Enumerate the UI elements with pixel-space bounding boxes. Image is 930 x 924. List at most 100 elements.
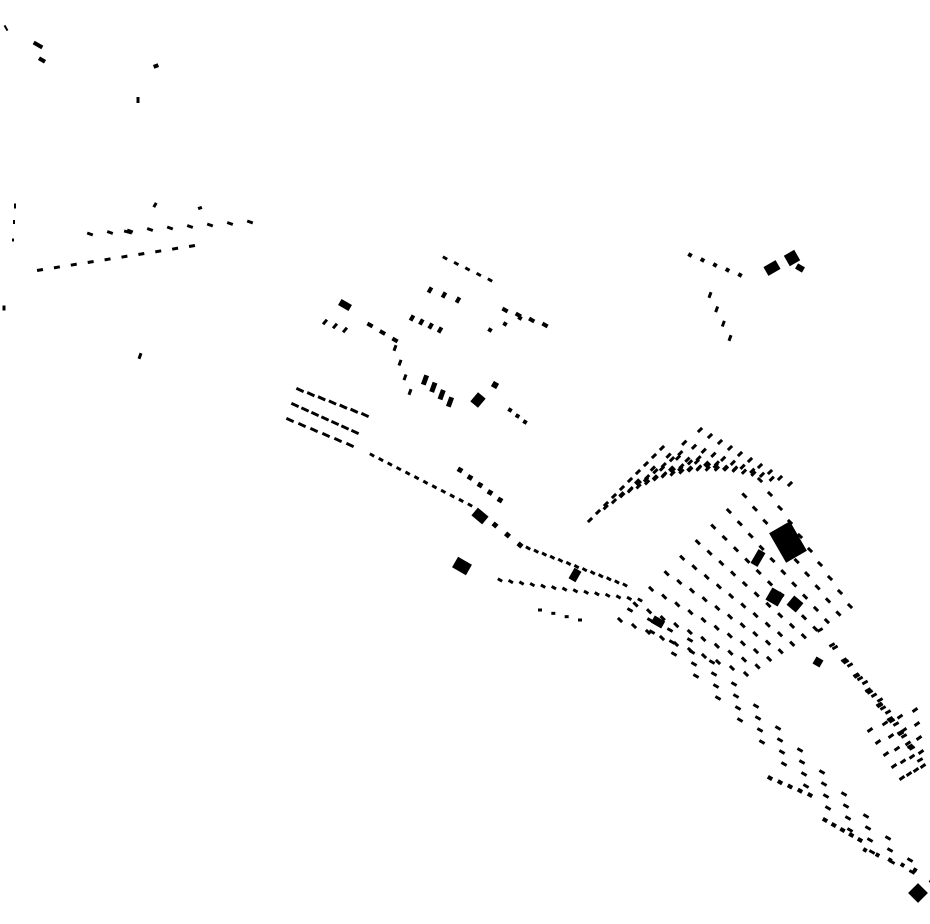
building: [366, 321, 374, 329]
building: [906, 857, 914, 863]
building: [673, 621, 680, 629]
building: [864, 825, 872, 831]
building: [740, 656, 748, 663]
building: [106, 230, 114, 235]
building: [755, 568, 762, 576]
building: [643, 479, 651, 486]
building: [786, 480, 794, 488]
building: [695, 464, 703, 471]
building: [669, 470, 676, 477]
building: [517, 315, 523, 321]
building: [486, 489, 494, 496]
building: [741, 580, 749, 588]
building: [713, 624, 720, 631]
building: [36, 268, 44, 272]
building: [900, 727, 908, 733]
building: [793, 557, 800, 565]
building: [916, 757, 924, 763]
building: [740, 602, 747, 609]
building: [846, 602, 854, 610]
building: [297, 421, 307, 429]
building: [529, 582, 536, 588]
building: [708, 659, 716, 665]
building: [679, 554, 686, 561]
building: [522, 419, 528, 425]
building: [551, 611, 556, 615]
building: [644, 628, 652, 636]
building: [420, 374, 430, 386]
building: [422, 479, 429, 485]
building: [751, 505, 759, 512]
building: [828, 642, 836, 648]
building: [917, 749, 925, 755]
building: [866, 727, 874, 733]
building: [418, 318, 425, 326]
building: [487, 277, 493, 283]
building: [749, 467, 756, 475]
building: [691, 564, 698, 571]
building: [900, 733, 908, 739]
building: [707, 291, 713, 299]
building: [496, 496, 504, 504]
building: [864, 687, 872, 693]
building: [887, 857, 893, 863]
building: [541, 321, 549, 329]
building: [550, 585, 557, 591]
building: [635, 479, 643, 487]
building: [728, 664, 736, 672]
building: [752, 630, 759, 638]
building: [768, 475, 775, 483]
building: [338, 298, 352, 312]
building: [913, 721, 921, 727]
building: [426, 286, 434, 294]
building: [714, 658, 722, 666]
building: [670, 651, 678, 657]
building: [138, 252, 145, 256]
building: [866, 689, 874, 695]
building: [710, 671, 718, 677]
building: [899, 758, 907, 765]
building: [378, 329, 387, 336]
building: [13, 220, 15, 224]
building: [688, 649, 696, 655]
building: [888, 717, 896, 724]
building: [466, 474, 474, 481]
building: [309, 426, 319, 434]
building: [661, 471, 668, 478]
building: [626, 607, 634, 613]
building: [476, 481, 484, 489]
building: [634, 468, 642, 476]
building: [3, 24, 9, 32]
building: [777, 648, 784, 655]
building: [37, 56, 47, 64]
building: [507, 578, 514, 585]
building: [844, 815, 852, 821]
building: [507, 407, 513, 413]
building: [712, 262, 718, 268]
building: [780, 569, 787, 576]
building: [704, 462, 712, 469]
building: [852, 672, 860, 678]
building: [719, 455, 727, 463]
building: [836, 588, 844, 596]
building: [32, 40, 44, 50]
building: [686, 459, 694, 466]
building: [317, 395, 326, 402]
building: [756, 727, 764, 733]
building: [876, 702, 884, 708]
building: [658, 444, 666, 452]
building: [911, 707, 919, 713]
building: [752, 611, 759, 619]
building: [732, 546, 740, 553]
building: [561, 586, 568, 592]
building: [528, 316, 536, 324]
building: [906, 743, 914, 750]
building: [726, 444, 734, 452]
building: [730, 681, 738, 687]
building: [429, 381, 438, 393]
building: [789, 640, 796, 647]
building: [840, 791, 848, 797]
building: [226, 221, 234, 226]
building: [721, 534, 728, 542]
building: [754, 715, 762, 721]
